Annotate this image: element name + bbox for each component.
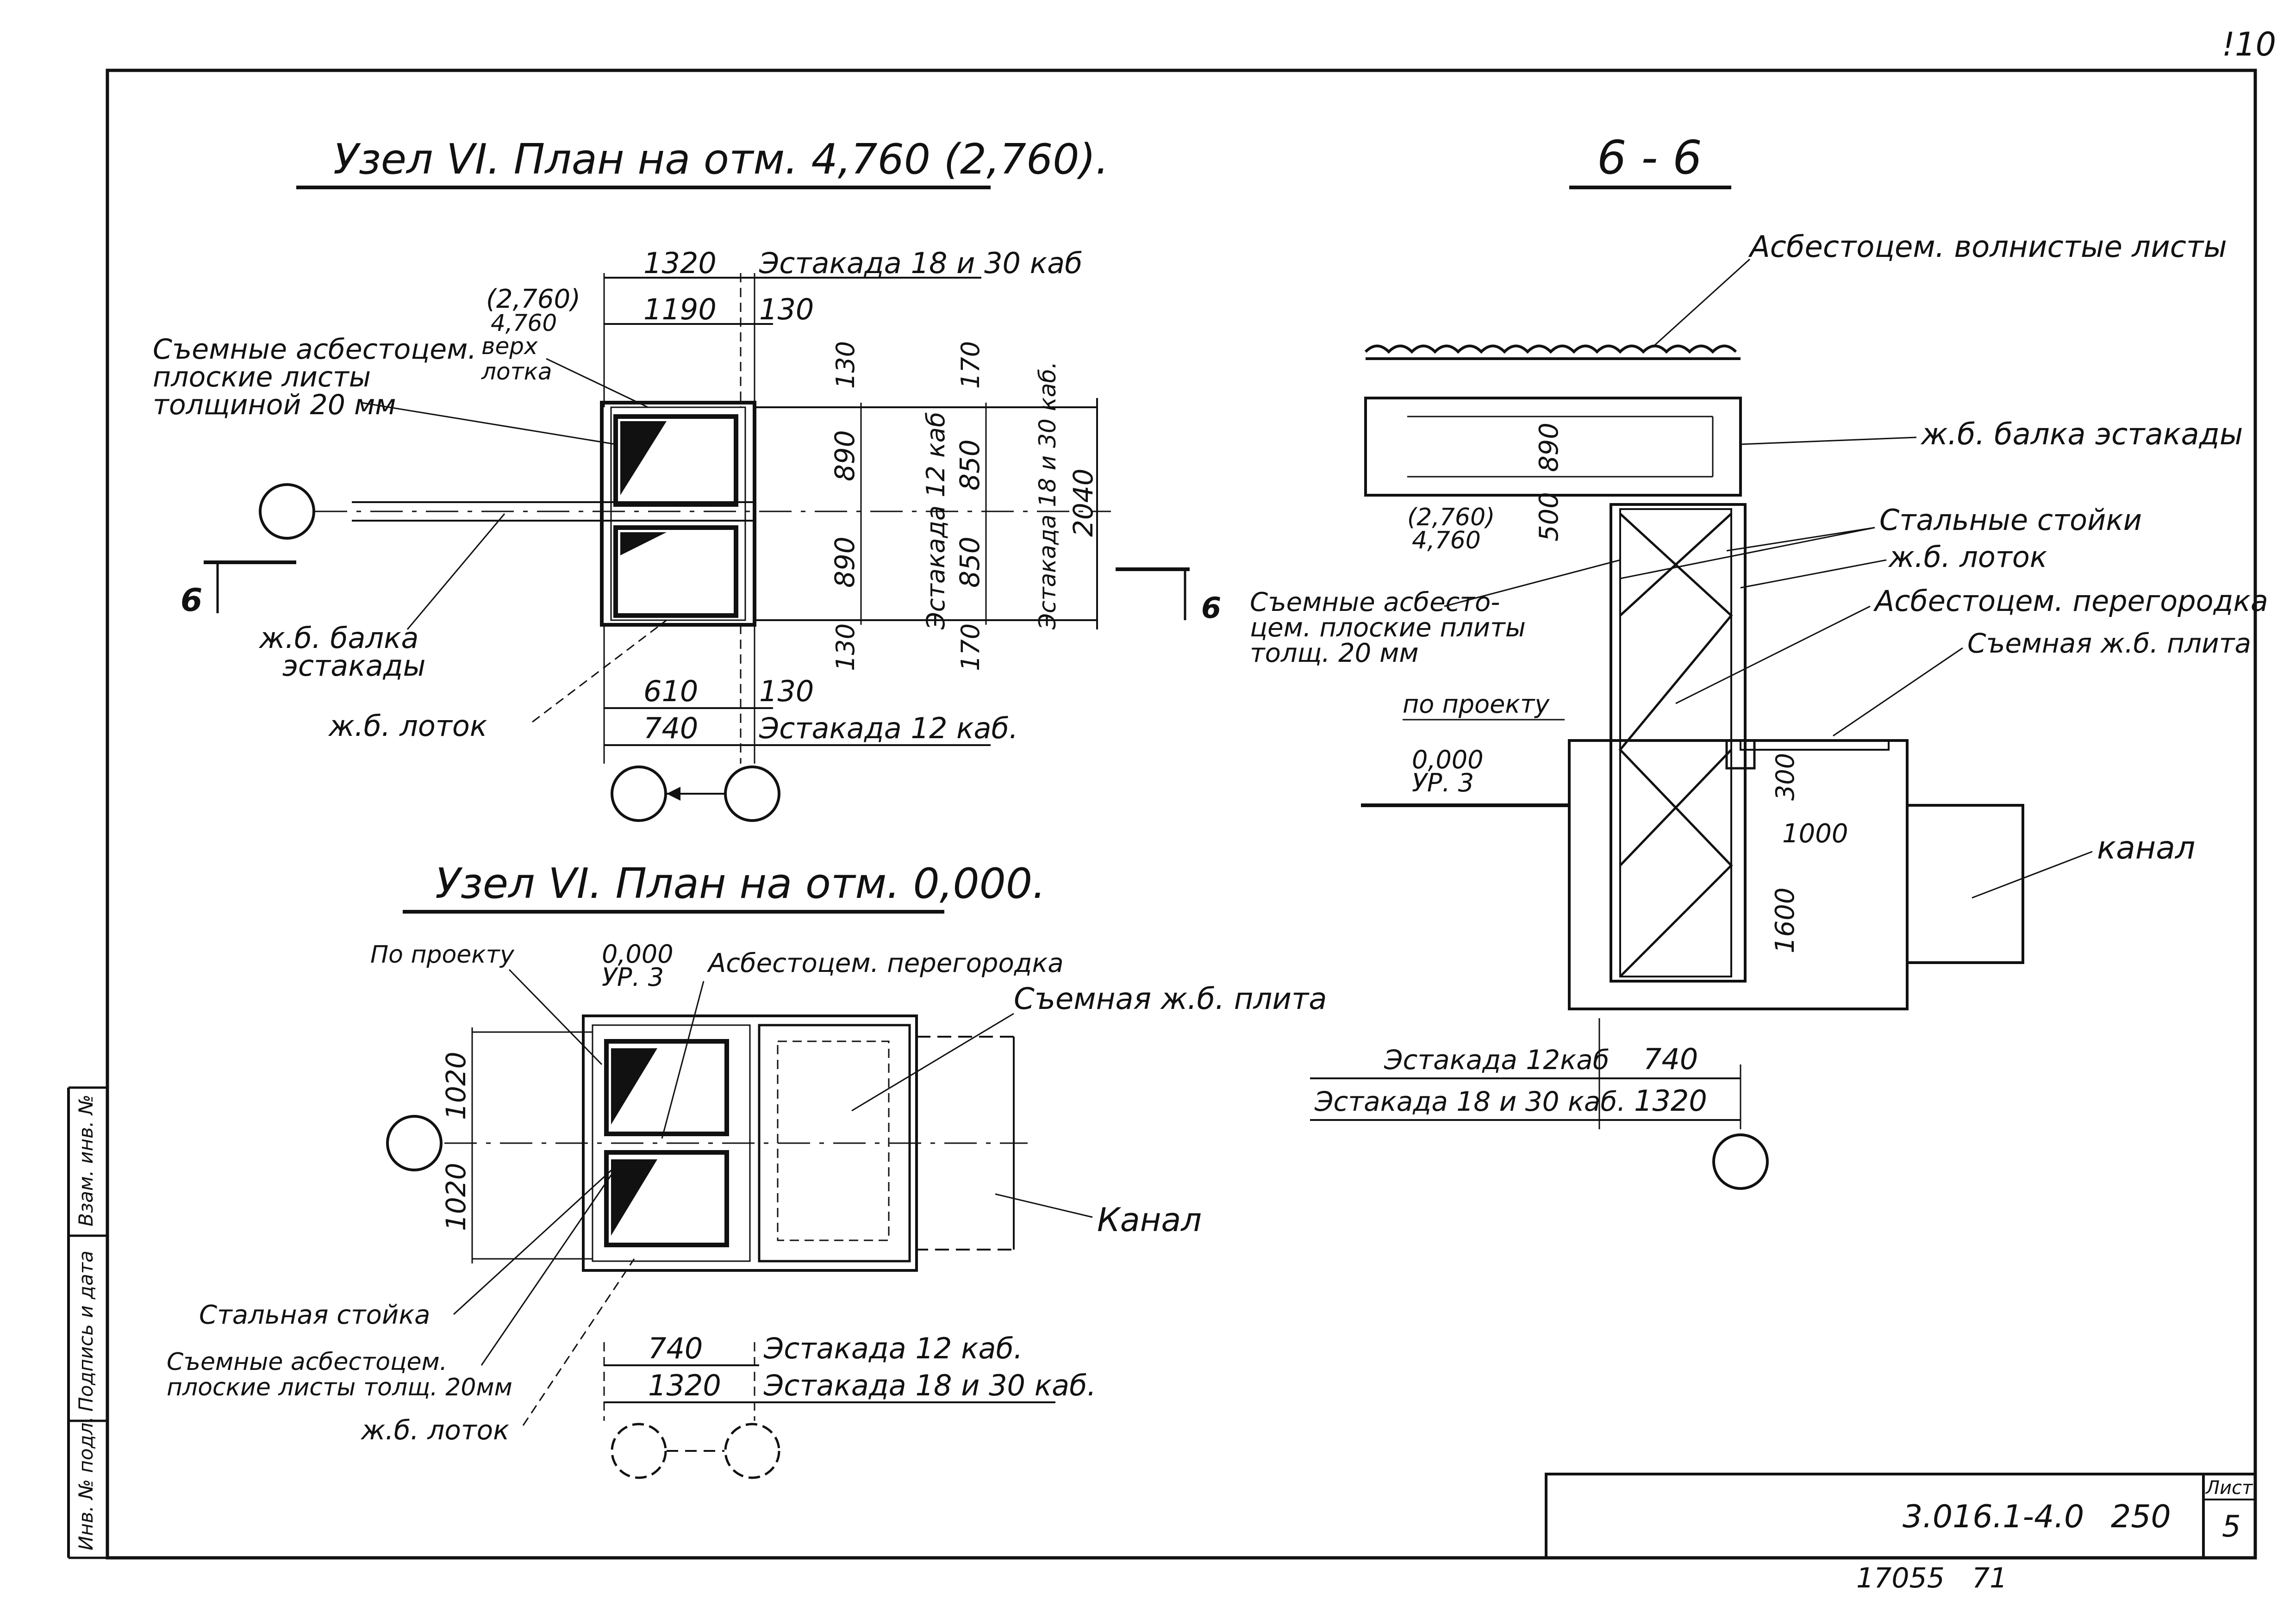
title-block: 3.016.1-4.0 250 Лист 5 17055 71 bbox=[1545, 1473, 2257, 1594]
sidebar-sign: Подпись и дата bbox=[75, 1251, 97, 1412]
dim-1320-b: 1320 bbox=[648, 1369, 721, 1402]
dim-2040: 2040 bbox=[1067, 468, 1099, 537]
axis-circle-c bbox=[611, 1423, 667, 1479]
sidebar-inv2: Взам. инв. № bbox=[75, 1095, 97, 1226]
dim-740-s: 740 bbox=[1643, 1042, 1698, 1076]
axis-circle-left bbox=[259, 483, 315, 540]
elev-top-4760: 4,760 bbox=[1412, 527, 1481, 554]
stamp-number: 250 bbox=[2111, 1499, 2171, 1535]
section-mark-right: 6 bbox=[1201, 591, 1221, 625]
section-title: 6 - 6 bbox=[1597, 131, 1702, 185]
node-plan-bottom: Узел VI. План на отм. 0,000. По проекту … bbox=[167, 859, 1327, 1479]
tray-label-s: ж.б. лоток bbox=[1888, 540, 2047, 574]
corner-mark: !10 bbox=[2222, 25, 2276, 63]
dim-610: 610 bbox=[643, 674, 698, 708]
removable-plate-label-s: Съемная ж.б. плита bbox=[1967, 628, 2251, 659]
dim-890a: 890 bbox=[829, 430, 861, 481]
elev-top: верх bbox=[481, 333, 538, 360]
stamp-sheet-label: Лист bbox=[2205, 1477, 2253, 1499]
plan-top-title: Узел VI. План на отм. 4,760 (2,760). bbox=[333, 135, 1109, 184]
dim-130a: 130 bbox=[759, 292, 814, 326]
tray-label: ж.б. лоток bbox=[328, 709, 487, 743]
plan-bottom-title: Узел VI. План на отм. 0,000. bbox=[435, 859, 1046, 908]
elev-ur3: УР. 3 bbox=[602, 963, 664, 992]
stamp-sheet: 5 bbox=[2222, 1510, 2241, 1544]
estakada-18-30-label: Эстакада 18 и 30 каб bbox=[759, 246, 1082, 280]
removable-sheets-b2: плоские листы толщ. 20мм bbox=[167, 1374, 512, 1401]
removable-plate-label: Съемная ж.б. плита bbox=[1014, 982, 1327, 1016]
dim-500-s: 500 bbox=[1534, 492, 1564, 541]
estakada-18-30-vert: Эстакада 18 и 30 каб. bbox=[1034, 361, 1061, 630]
dim-170b: 170 bbox=[956, 623, 985, 671]
dim-1600-s: 1600 bbox=[1770, 887, 1800, 953]
elev-ur3-s: УР. 3 bbox=[1412, 768, 1474, 797]
removable-plates-2: цем. плоские плиты bbox=[1250, 613, 1526, 643]
removable-sheets-b1: Съемные асбестоцем. bbox=[167, 1348, 447, 1376]
removable-sheets-2: плоские листы bbox=[153, 361, 371, 393]
partition-label-s: Асбестоцем. перегородка bbox=[1873, 584, 2268, 618]
elev-2760: (2,760) bbox=[486, 284, 580, 314]
dim-170a: 170 bbox=[956, 341, 985, 389]
sidebar-stamp: Инв. № подл. Подпись и дата Взам. инв. № bbox=[75, 1095, 97, 1550]
dim-740: 740 bbox=[643, 711, 698, 745]
channel-label-s: канал bbox=[2097, 830, 2195, 866]
dim-1000-s: 1000 bbox=[1782, 819, 1848, 849]
elev-tray: лотка bbox=[481, 358, 552, 385]
steel-posts-label: Стальные стойки bbox=[1879, 503, 2142, 537]
axis-circle-section bbox=[1712, 1133, 1769, 1190]
dim-890b: 890 bbox=[829, 536, 861, 588]
removable-sheets-1: Съемные асбестоцем. bbox=[153, 333, 476, 366]
beam-label-2: эстакады bbox=[282, 649, 426, 683]
dim-130b: 130 bbox=[831, 341, 860, 389]
corrugated-label: Асбестоцем. волнистые листы bbox=[1748, 230, 2227, 264]
by-project-s: по проекту bbox=[1403, 690, 1550, 719]
removable-plates-3: толщ. 20 мм bbox=[1250, 638, 1419, 668]
removable-sheets-3: толщиной 20 мм bbox=[153, 389, 396, 421]
axis-circle-a bbox=[611, 765, 667, 822]
estakada-12-vert: Эстакада 12 каб bbox=[921, 412, 950, 630]
dim-130e: 130 bbox=[759, 674, 814, 708]
estakada-12-bottom: Эстакада 12 каб. bbox=[759, 711, 1018, 745]
beam-label-1: ж.б. балка bbox=[258, 621, 419, 655]
stamp-bottom-2: 71 bbox=[1972, 1562, 2007, 1594]
estakada-18-30-b: Эстакада 18 и 30 каб. bbox=[763, 1369, 1096, 1402]
estakada-12-b: Эстакада 12 каб. bbox=[763, 1332, 1023, 1365]
axis-circle-b bbox=[724, 765, 780, 822]
axis-circle-plan-bottom bbox=[386, 1115, 443, 1171]
elev-0000-s: 0,000 bbox=[1412, 745, 1484, 774]
elev-0000: 0,000 bbox=[602, 940, 674, 969]
elev-4760: 4,760 bbox=[491, 310, 557, 336]
section-mark-left: 6 bbox=[181, 582, 202, 619]
channel-label: Канал bbox=[1097, 1201, 1202, 1239]
steel-post-label: Стальная стойка bbox=[199, 1300, 430, 1330]
dim-1020a: 1020 bbox=[440, 1052, 472, 1120]
dim-1320-s: 1320 bbox=[1634, 1084, 1707, 1118]
dim-1320: 1320 bbox=[643, 246, 717, 280]
stamp-bottom-1: 17055 bbox=[1856, 1562, 1945, 1594]
section-6-6: 6 - 6 Асбестоцем. волнистые листы ж.б. б… bbox=[1250, 131, 2268, 1190]
dim-1020b: 1020 bbox=[440, 1163, 472, 1231]
axis-circle-d bbox=[724, 1423, 780, 1479]
estakada-12-s: Эстакада 12каб bbox=[1384, 1044, 1610, 1076]
dim-890-s: 890 bbox=[1534, 423, 1564, 472]
beam-label-s: ж.б. балка эстакады bbox=[1920, 417, 2243, 452]
partition-label: Асбестоцем. перегородка bbox=[707, 948, 1064, 978]
dim-850a: 850 bbox=[954, 439, 986, 491]
node-plan-top: Узел VI. План на отм. 4,760 (2,760). 132… bbox=[153, 135, 1221, 822]
tray-label-b: ж.б. лоток bbox=[360, 1414, 509, 1446]
sheet-frame bbox=[67, 68, 2257, 1560]
dim-300-s: 300 bbox=[1771, 753, 1800, 801]
dim-850b: 850 bbox=[954, 536, 986, 588]
by-project-label: По проекту bbox=[370, 941, 515, 969]
dim-130c: 130 bbox=[831, 623, 860, 671]
stamp-code: 3.016.1-4.0 bbox=[1903, 1499, 2084, 1535]
estakada-18-30-s: Эстакада 18 и 30 каб. bbox=[1314, 1086, 1626, 1117]
dim-1190: 1190 bbox=[643, 292, 717, 326]
elev-top-2760: (2,760) bbox=[1407, 504, 1495, 531]
dim-740-b: 740 bbox=[648, 1332, 703, 1365]
sidebar-inv: Инв. № подл. bbox=[75, 1416, 97, 1550]
